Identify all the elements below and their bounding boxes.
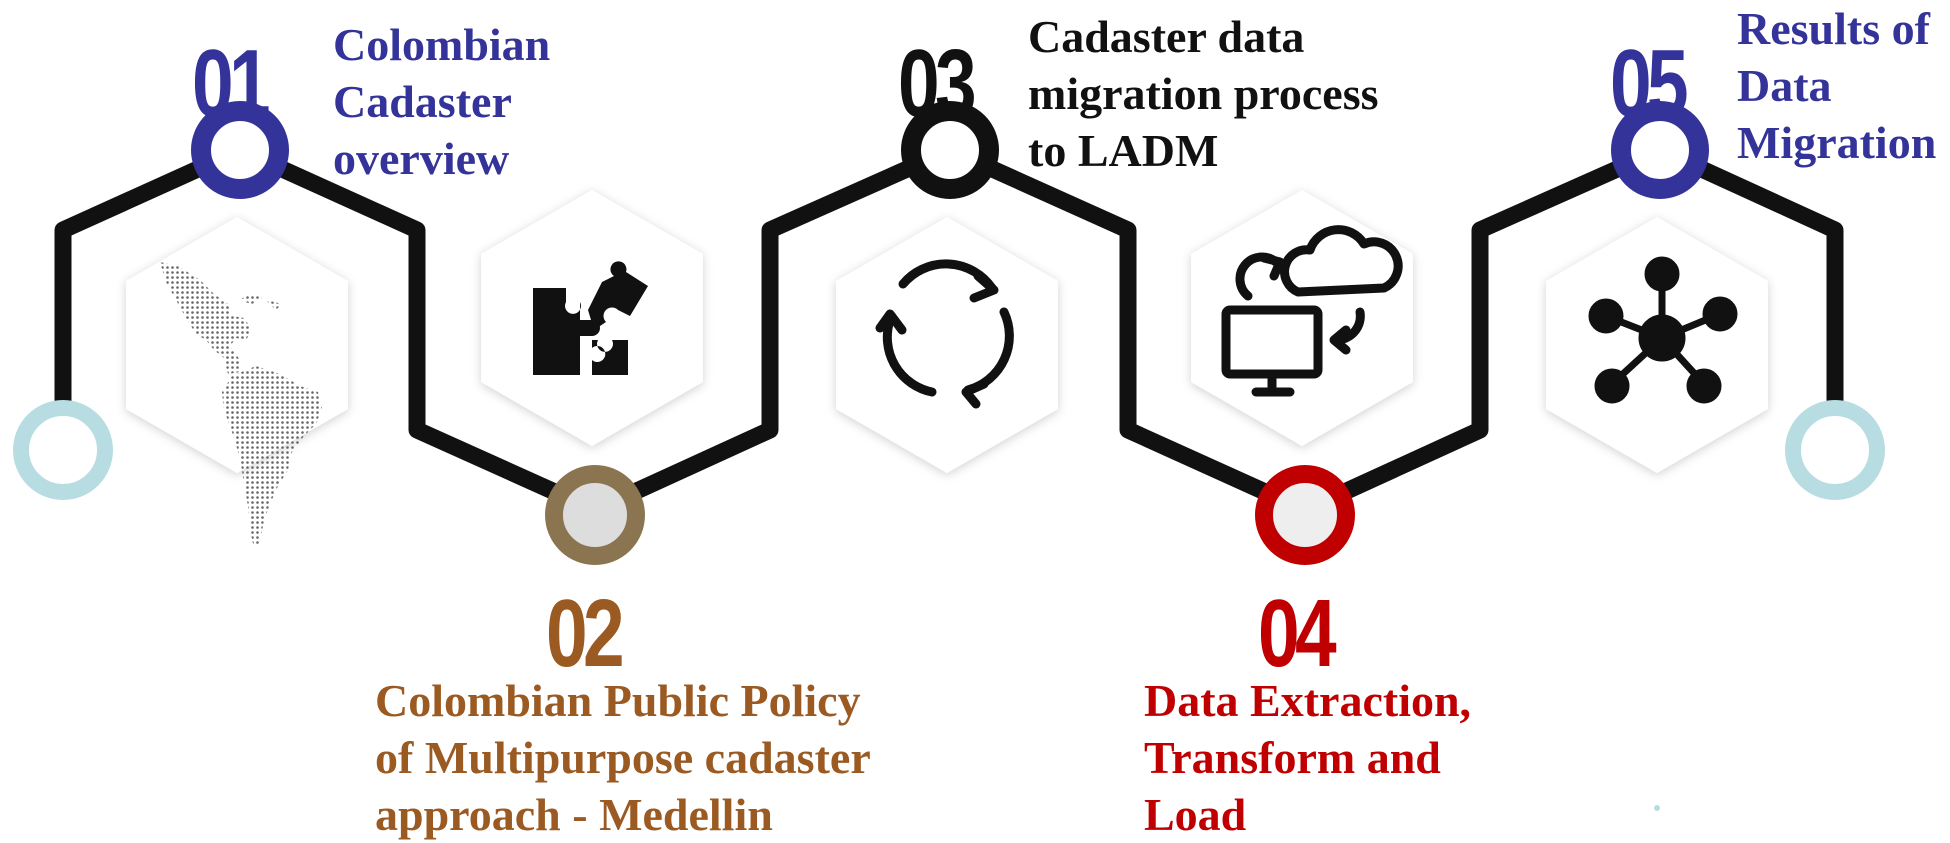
puzzle-pieces-icon <box>533 261 648 375</box>
decorative-dot <box>1654 805 1660 811</box>
step-02-label-line: approach - Medellin <box>375 789 773 840</box>
step-03-label-line: to LADM <box>1028 125 1219 176</box>
end-point-ring <box>1785 400 1885 500</box>
step-05-label: Results of Data Migration <box>1737 0 1936 171</box>
step-03-node <box>901 101 999 199</box>
step-04-number: 04 <box>1258 580 1337 687</box>
hexagon-panel-3 <box>836 217 1058 473</box>
network-hub-icon <box>1588 256 1738 404</box>
refresh-cycle-icon <box>875 259 1014 409</box>
step-02-label-line: of Multipurpose cadaster <box>375 732 871 783</box>
step-01-number: 01 <box>192 30 271 137</box>
step-04-label-line: Transform and <box>1144 732 1441 783</box>
step-03-number: 03 <box>898 30 977 137</box>
step-04-label-line: Data Extraction, <box>1144 675 1472 726</box>
hexagon-panels <box>126 190 1768 473</box>
step-05-number: 05 <box>1610 30 1689 137</box>
step-01-label-line: Cadaster <box>333 76 512 127</box>
step-05-label-line: Data <box>1737 60 1832 111</box>
step-01-label-line: Colombian <box>333 19 551 70</box>
step-04-label: Data Extraction, Transform and Load <box>1144 672 1471 843</box>
step-02-label-line: Colombian Public Policy <box>375 675 861 726</box>
latin-america-map-icon <box>160 262 322 548</box>
step-03-label: Cadaster data migration process to LADM <box>1028 8 1379 179</box>
step-04-label-line: Load <box>1144 789 1247 840</box>
step-02-label: Colombian Public Policy of Multipurpose … <box>375 672 871 843</box>
step-02-node <box>545 465 645 565</box>
step-02-number: 02 <box>546 580 625 687</box>
step-05-node <box>1611 101 1709 199</box>
cloud-computer-sync-icon <box>1221 225 1403 397</box>
step-05-label-line: Migration <box>1737 117 1937 168</box>
step-05-label-line: Results of <box>1737 3 1930 54</box>
step-01-label-line: overview <box>333 133 510 184</box>
step-03-label-line: migration process <box>1028 68 1379 119</box>
step-04-node <box>1255 465 1355 565</box>
step-03-label-line: Cadaster data <box>1028 11 1305 62</box>
hexagon-panel-4 <box>1191 190 1413 446</box>
step-01-label: Colombian Cadaster overview <box>333 16 550 187</box>
step-01-node <box>191 101 289 199</box>
start-point-ring <box>13 400 113 500</box>
